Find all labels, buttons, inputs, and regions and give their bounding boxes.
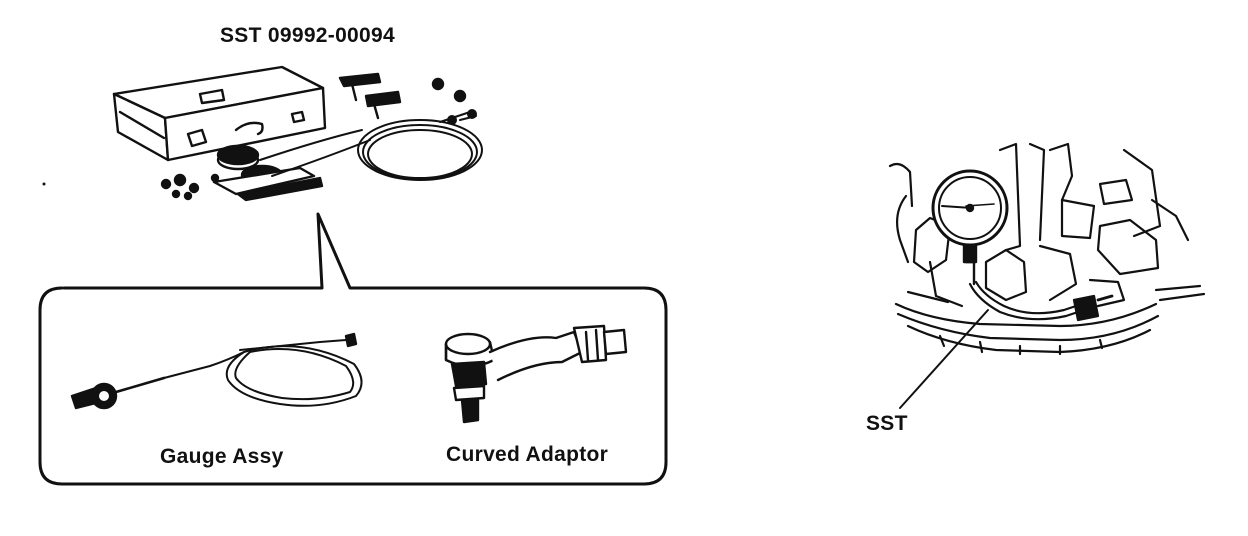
transmission-with-gauge-illustration (888, 142, 1206, 409)
gauge-hose (968, 280, 1114, 322)
sst-part-number-label: SST 09992-00094 (220, 24, 395, 47)
tool-kit-illustration (42, 65, 483, 202)
gauge-assy-illustration (70, 332, 363, 410)
curved-adaptor-illustration (444, 324, 628, 424)
transmission-housing (888, 142, 1206, 308)
tool-case (112, 65, 327, 162)
sst-label: SST (866, 412, 908, 435)
kit-hose-coil (259, 109, 483, 181)
pressure-gauge (931, 169, 1009, 286)
gauge-assy-label: Gauge Assy (160, 445, 284, 468)
kit-gauges (212, 144, 324, 202)
callout-box (38, 212, 668, 486)
curved-adaptor-label: Curved Adaptor (446, 443, 609, 466)
sst-leader-line (899, 309, 989, 409)
kit-fittings (160, 72, 467, 201)
oil-pan (894, 302, 1160, 356)
